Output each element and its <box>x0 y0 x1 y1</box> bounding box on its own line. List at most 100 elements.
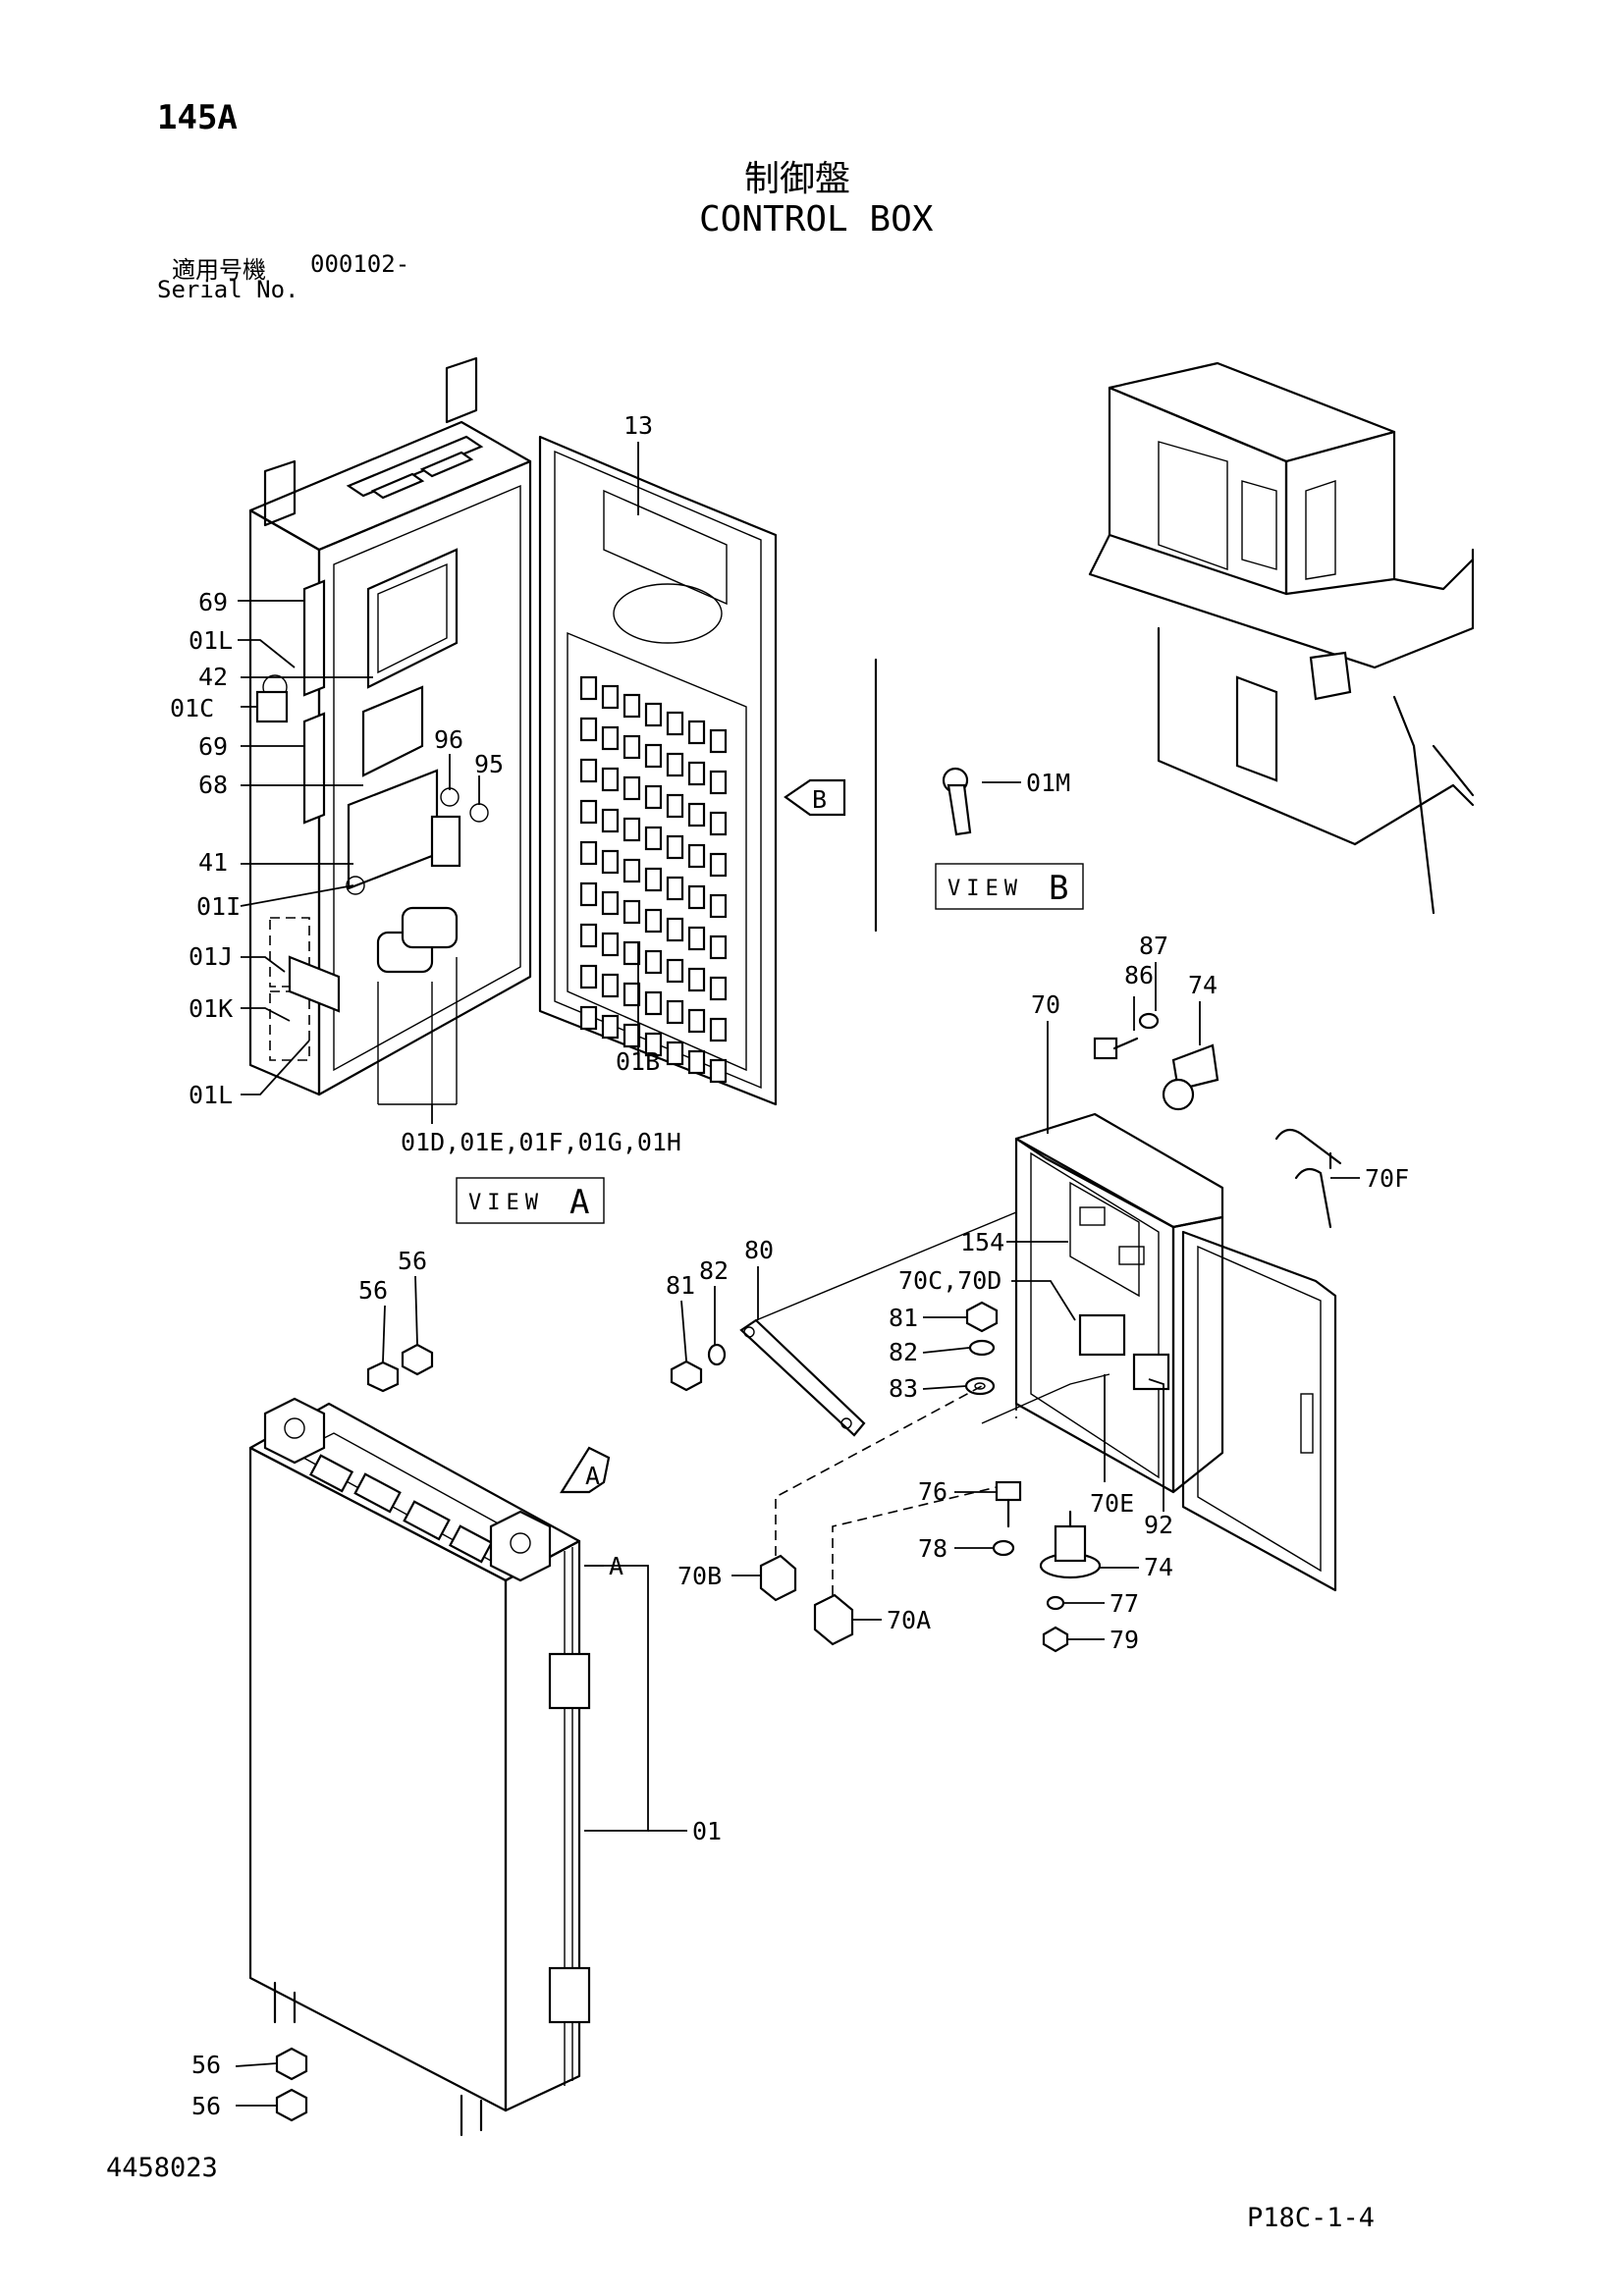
relay <box>687 720 706 745</box>
serial-label-japanese: 適用号機 <box>172 256 266 284</box>
relay <box>644 743 663 769</box>
relay <box>601 808 620 833</box>
callout-13: 13 <box>623 411 653 440</box>
relay <box>687 843 706 869</box>
callout-56: 56 <box>358 1276 388 1305</box>
title-japanese: 制御盤 <box>744 159 851 199</box>
relay <box>709 811 728 836</box>
relay <box>579 923 598 948</box>
relay <box>579 717 598 742</box>
relay <box>709 770 728 795</box>
control-box-01 <box>248 1343 687 2137</box>
reference-A: A <box>609 1552 623 1580</box>
callout-01D-01H: 01D,01E,01F,01G,01H <box>401 1128 681 1156</box>
relay <box>601 849 620 875</box>
excavator-cab-location <box>1088 361 1475 915</box>
cabinet-door-view-a <box>538 435 778 1106</box>
callout-95: 95 <box>474 750 504 778</box>
view-a-arrow: A <box>560 1446 611 1494</box>
relay <box>623 858 641 883</box>
callout-80: 80 <box>744 1236 774 1264</box>
relay <box>709 893 728 919</box>
relay <box>666 834 684 860</box>
cabinet-interior-view-a <box>248 356 532 1105</box>
callout-96: 96 <box>434 725 463 754</box>
relay <box>709 934 728 960</box>
section-code: 145A <box>157 98 238 137</box>
svg-text:VIEW: VIEW <box>947 877 1023 901</box>
relay <box>579 840 598 866</box>
callout-70F: 70F <box>1365 1164 1409 1193</box>
callout-01M: 01M <box>1026 769 1070 797</box>
callout-81-b: 81 <box>889 1304 918 1332</box>
callout-01I: 01I <box>196 892 241 921</box>
serial-value: 000102- <box>310 250 410 278</box>
callout-70B: 70B <box>677 1562 722 1590</box>
callout-82-b: 82 <box>889 1338 918 1366</box>
svg-text:A: A <box>585 1462 600 1490</box>
callout-labels: 13 69 01L 42 01C 69 68 96 95 41 01I 01J … <box>170 411 1409 2120</box>
relay <box>579 758 598 783</box>
callout-74: 74 <box>1188 971 1218 999</box>
callout-76: 76 <box>918 1477 947 1506</box>
relay <box>644 949 663 975</box>
callout-01: 01 <box>692 1817 722 1845</box>
drawing-number: 4458023 <box>106 2153 218 2183</box>
callout-56-b: 56 <box>398 1247 427 1275</box>
view-b-arrow-letter: B <box>812 785 827 814</box>
relay <box>687 761 706 786</box>
control-box-70 <box>1014 1112 1337 1592</box>
callout-74-b: 74 <box>1144 1553 1173 1581</box>
relay <box>687 1008 706 1034</box>
relay <box>579 675 598 701</box>
serial-label-english: Serial No. <box>157 276 299 303</box>
callout-69-b: 69 <box>198 732 228 761</box>
relay <box>644 826 663 851</box>
relay <box>666 876 684 901</box>
relay <box>644 990 663 1016</box>
relay <box>601 684 620 710</box>
relay <box>644 908 663 934</box>
relay <box>687 884 706 910</box>
relay <box>644 867 663 892</box>
relay <box>666 793 684 819</box>
callout-01J: 01J <box>189 942 233 971</box>
relay <box>666 917 684 942</box>
relay <box>644 702 663 727</box>
relay <box>623 693 641 719</box>
svg-text:B: B <box>1049 869 1068 908</box>
callout-82: 82 <box>699 1256 729 1285</box>
hardware-items <box>670 1012 1342 1653</box>
relay <box>579 799 598 825</box>
callout-70: 70 <box>1031 990 1060 1019</box>
callout-78: 78 <box>918 1534 947 1563</box>
callout-86: 86 <box>1124 961 1154 989</box>
relay <box>601 973 620 998</box>
callout-01K: 01K <box>189 994 233 1023</box>
view-b-arrow: B <box>784 778 846 817</box>
callout-01B: 01B <box>616 1047 660 1076</box>
view-b-label: VIEW B <box>935 863 1084 910</box>
callout-70A: 70A <box>887 1606 931 1634</box>
callout-01L: 01L <box>189 626 233 655</box>
callout-92: 92 <box>1144 1511 1173 1539</box>
relay <box>623 940 641 966</box>
relay <box>579 881 598 907</box>
relay <box>601 890 620 916</box>
relay <box>709 728 728 754</box>
relay <box>623 982 641 1007</box>
relay <box>666 999 684 1025</box>
relay <box>623 734 641 760</box>
callout-83: 83 <box>889 1374 918 1403</box>
relay <box>687 926 706 951</box>
callout-154: 154 <box>960 1228 1004 1256</box>
relay <box>666 752 684 777</box>
callout-81: 81 <box>666 1271 695 1300</box>
svg-text:VIEW: VIEW <box>468 1191 544 1215</box>
relay <box>579 964 598 989</box>
callout-01L-b: 01L <box>189 1081 233 1109</box>
relay <box>644 784 663 810</box>
relay <box>687 967 706 992</box>
callout-68: 68 <box>198 771 228 799</box>
